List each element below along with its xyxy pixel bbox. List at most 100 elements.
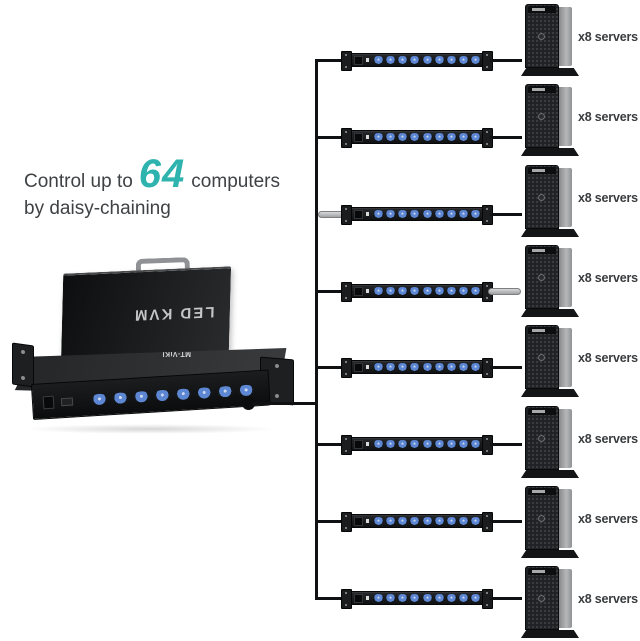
vga-port-icon: [457, 594, 469, 602]
server-logo-badge: [538, 113, 545, 120]
server-tower: [521, 4, 579, 76]
vga-port-icon: [385, 517, 397, 525]
server-tower: [521, 406, 579, 478]
headline-line-1: Control up to 64 computers: [24, 152, 280, 197]
vga-port-icon: [470, 363, 481, 371]
label-sticker: [366, 442, 369, 446]
power-jack: [354, 440, 363, 449]
server-count-label: x8 servers: [578, 592, 638, 606]
server-side-panel: [558, 328, 572, 387]
vga-port-icon: [397, 133, 409, 141]
vga-port-icon: [373, 363, 384, 371]
connector-line-right: [490, 366, 522, 369]
headline-suffix: computers: [191, 171, 280, 192]
server-logo-badge: [538, 194, 545, 201]
vga-port-icon: [445, 440, 457, 448]
vga-port-icon: [433, 517, 445, 525]
power-jack: [354, 210, 363, 219]
vga-port-icon: [385, 440, 397, 448]
connector-line-right: [490, 520, 522, 523]
vga-port-icon: [421, 440, 433, 448]
connector-line-right: [490, 213, 522, 216]
vga-port-icon: [457, 440, 469, 448]
connector-dot: [242, 397, 255, 410]
server-drive-bay: [532, 490, 545, 493]
server-drive-bay: [532, 570, 545, 573]
connector-line-right: [490, 597, 522, 600]
vga-port-icon: [421, 56, 433, 64]
server-side-panel: [558, 489, 572, 548]
daisy-chain-cable: [488, 288, 521, 295]
server-base-feet: [521, 630, 579, 638]
vga-port-icon: [373, 517, 384, 525]
vga-port-icon: [421, 210, 433, 218]
mount-ear-left: [341, 512, 352, 532]
vga-port-icon: [470, 594, 481, 602]
server-base-feet: [521, 148, 579, 156]
mount-ear-left: [341, 435, 352, 455]
vga-port-icon: [397, 594, 409, 602]
vga-port-icon: [385, 594, 397, 602]
vga-port-icon: [457, 287, 469, 295]
vga-port-icon: [409, 440, 421, 448]
vga-port-icon: [373, 210, 384, 218]
connector-line-left: [317, 366, 345, 369]
vga-port-row: [373, 56, 481, 64]
vga-port-row: [373, 210, 481, 218]
server-base-feet: [521, 309, 579, 317]
daisy-chain-trunk-line: [315, 59, 318, 600]
server-count-label: x8 servers: [578, 351, 638, 365]
vga-port-icon: [409, 594, 421, 602]
vga-port-icon: [409, 210, 421, 218]
vga-port-icon: [445, 363, 457, 371]
vga-port-row: [373, 363, 481, 371]
server-drive-bay: [532, 8, 545, 11]
server-logo-badge: [538, 435, 545, 442]
vga-port-icon: [433, 56, 445, 64]
server-drive-bay: [532, 410, 545, 413]
connector-line-right: [490, 136, 522, 139]
label-sticker: [366, 365, 369, 369]
server-logo-badge: [538, 595, 545, 602]
vga-port-icon: [421, 133, 433, 141]
vga-port-icon: [457, 133, 469, 141]
vga-port-icon: [470, 56, 481, 64]
vga-port-icon: [421, 363, 433, 371]
headline-prefix: Control up to: [24, 171, 133, 192]
label-sticker: [366, 289, 369, 293]
vga-port-icon: [397, 210, 409, 218]
vga-port-icon: [397, 287, 409, 295]
vga-port-icon: [421, 594, 433, 602]
server-logo-badge: [538, 33, 545, 40]
server-tower: [521, 165, 579, 237]
connector-line-left: [317, 443, 345, 446]
server-tower: [521, 84, 579, 156]
label-sticker: [366, 596, 369, 600]
vga-port-icon: [385, 56, 397, 64]
kvm-shadow: [24, 424, 276, 434]
vga-port-icon: [445, 56, 457, 64]
kvm-module-bar: [341, 358, 493, 378]
vga-port-icon: [470, 287, 481, 295]
vga-port-row: [373, 594, 481, 602]
vga-port-icon: [470, 133, 481, 141]
vga-port-icon: [470, 517, 481, 525]
headline: Control up to 64 computers by daisy-chai…: [24, 152, 280, 220]
vga-port-icon: [445, 210, 457, 218]
vga-port-row: [373, 133, 481, 141]
mount-ear-left: [341, 282, 352, 302]
vga-port-icon: [457, 363, 469, 371]
label-sticker: [366, 519, 369, 523]
server-logo-badge: [538, 515, 545, 522]
mount-ear-left: [341, 51, 352, 71]
vga-port-icon: [421, 287, 433, 295]
mount-ear-left: [341, 205, 352, 225]
label-sticker: [366, 135, 369, 139]
vga-port-icon: [397, 363, 409, 371]
vga-port-icon: [385, 363, 397, 371]
server-drive-bay: [532, 249, 545, 252]
